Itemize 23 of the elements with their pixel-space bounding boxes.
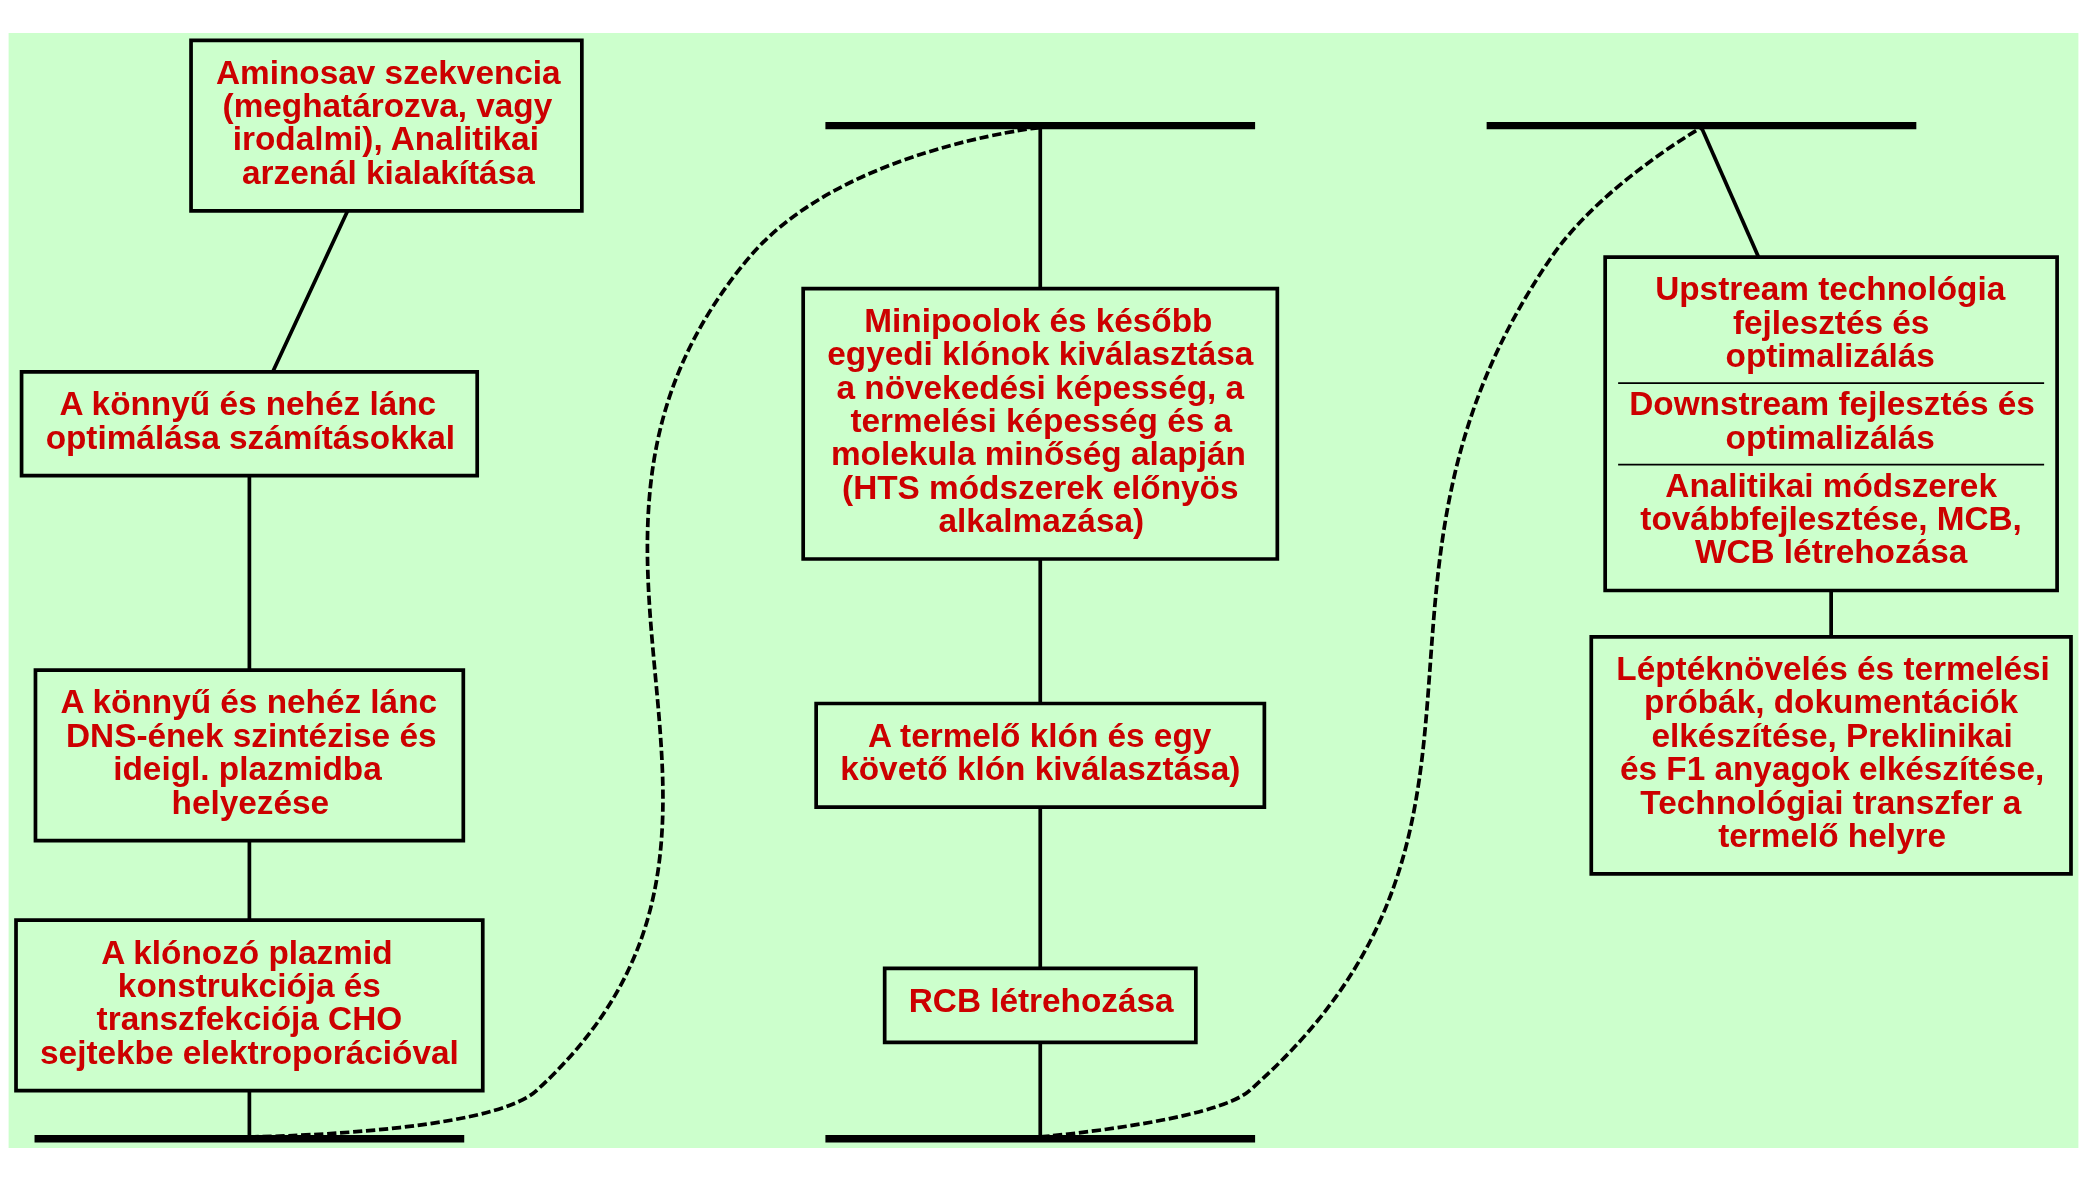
node-box: A könnyű és nehéz lánc optimálása számításokkal — [19, 369, 480, 478]
node-box: Léptéknövelés és termelési próbák, dokumentációk elkészítése, Preklinikai és F1 anyagok elkészítése, Technológiai transzfer a termelő helyre — [1589, 634, 2073, 876]
node-bar — [34, 1134, 465, 1142]
connector — [1038, 1042, 1043, 1137]
node-box: A termelő klón és egy követő klón kiválasztása) — [814, 701, 1267, 809]
connector — [271, 209, 350, 372]
connector — [1829, 590, 1833, 636]
node-box: Aminosav szekvencia (meghatározva, vagy irodalmi), Analitikai arzenál kialakítása — [189, 38, 584, 213]
connector — [1038, 559, 1043, 703]
connector — [1038, 807, 1043, 968]
connector — [1699, 126, 1761, 258]
node-bar — [825, 1134, 1256, 1142]
connector — [247, 1090, 252, 1137]
node-box: Upstream technológia fejlesztés és optimalizálás Downstream fejlesztés és optimalizálás Analitikai módszerek továbbfejlesztése, MCB, WCB létrehozása — [1603, 254, 2059, 592]
node-bar — [1486, 121, 1917, 129]
node-box: Minipoolok és később egyedi klónok kiválasztása a növekedési képesség, a termelési képesség és a molekula minőség alapján (HTS módszerek előnyös alkalmazása) — [801, 286, 1280, 561]
node-box: A klónozó plazmid konstrukciója és transzfekciója CHO sejtekbe elektroporációval — [14, 917, 485, 1092]
node-bar — [825, 121, 1256, 129]
connector — [1038, 127, 1043, 288]
connector — [247, 840, 252, 919]
node-box: RCB létrehozása — [882, 966, 1198, 1044]
connector — [247, 475, 252, 670]
node-box: A könnyű és nehéz lánc DNS-ének szintézise és ideigl. plazmidba helyezése — [33, 667, 466, 842]
